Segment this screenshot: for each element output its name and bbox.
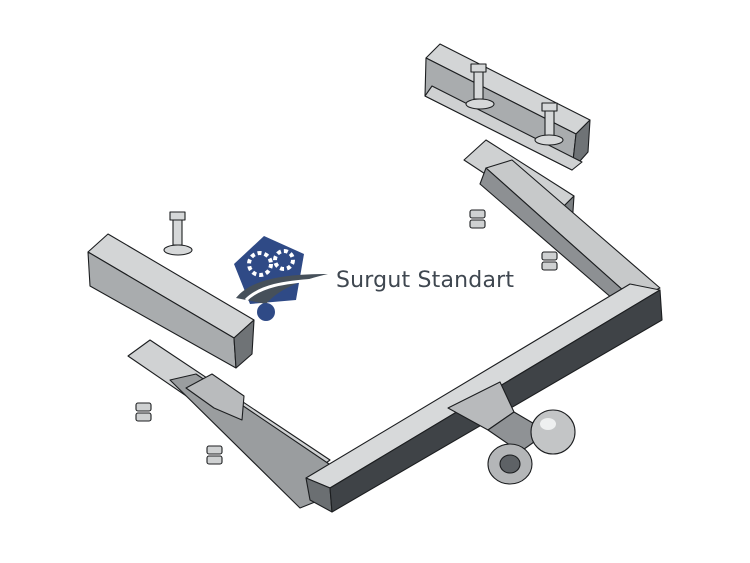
mounting-nuts [135, 209, 558, 465]
brand-watermark: Surgut Standart [232, 234, 552, 330]
right-side-arm [479, 159, 661, 313]
mounting-bolts-and-washers [163, 63, 564, 256]
left-mounting-bracket [87, 233, 255, 369]
right-mounting-bracket [424, 43, 591, 171]
left-side-arm [127, 339, 333, 509]
brand-name: Surgut Standart [336, 268, 515, 293]
tow-ball-hitch [447, 381, 576, 485]
gears-car-logo-icon [234, 236, 328, 321]
